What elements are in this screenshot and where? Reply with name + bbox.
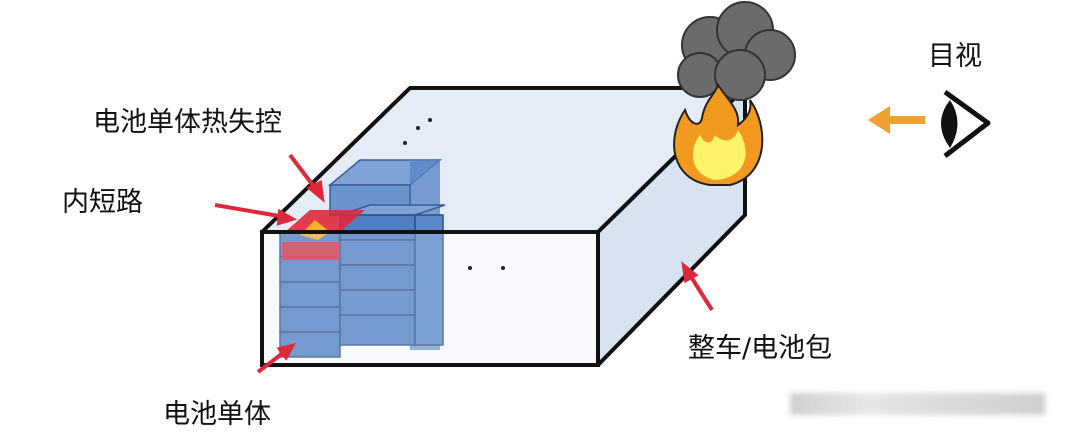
smoke-cloud xyxy=(677,1,796,101)
eye-icon xyxy=(941,89,991,158)
label-internal-short: 内短路 xyxy=(62,187,143,218)
blurred-watermark xyxy=(790,393,1045,415)
label-thermal-runaway: 电池单体热失控 xyxy=(93,107,282,138)
view-direction-arrow xyxy=(868,106,925,134)
label-vehicle-pack: 整车/电池包 xyxy=(688,333,833,364)
label-visual: 目视 xyxy=(928,41,982,72)
label-battery-cell: 电池单体 xyxy=(163,399,271,430)
fire-icon xyxy=(673,82,764,186)
faulty-cell xyxy=(282,210,365,260)
ellipsis-dots xyxy=(403,118,505,270)
pointer-lines xyxy=(214,153,714,374)
pack-front-face xyxy=(260,230,600,367)
